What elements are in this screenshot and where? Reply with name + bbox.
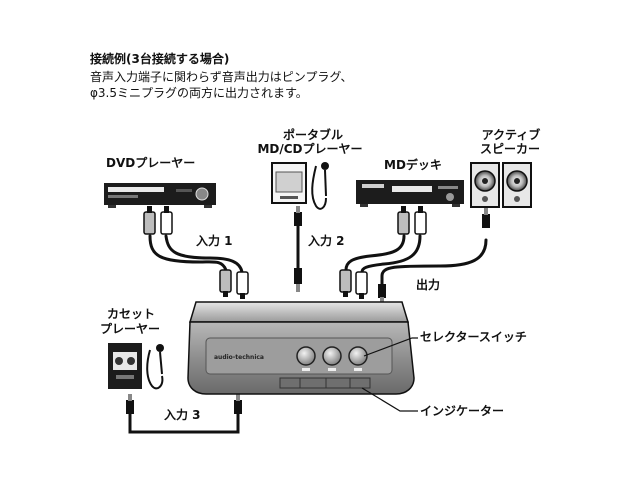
rca-pin-icon	[359, 293, 364, 299]
indicator-callout: インジケーター	[420, 404, 505, 418]
dvd-player-icon	[104, 183, 216, 208]
indicator-light	[354, 368, 362, 371]
input1-cable-b	[164, 234, 244, 274]
rca-pin-icon	[401, 206, 406, 213]
rca-pin-icon	[147, 206, 152, 213]
mini-plug-icon	[294, 212, 302, 226]
cassette-label-line2: プレーヤー	[99, 322, 160, 336]
selector-switch-callout: セレクタースイッチ	[420, 330, 527, 344]
callout-leaders	[361, 337, 418, 412]
md-deck-label: MDデッキ	[384, 158, 442, 172]
mini-pin-icon	[296, 284, 300, 292]
mini-pin-icon	[296, 206, 300, 213]
output-label: 出力	[416, 278, 441, 292]
mini-pin-icon	[484, 208, 488, 215]
rca-plug-icon	[397, 211, 410, 235]
mini-pin-icon	[380, 297, 384, 304]
rca-plug-icon	[236, 271, 249, 295]
selector-button-2	[322, 346, 342, 366]
selector-box: audio-technica	[187, 301, 415, 395]
mini-plug-icon	[126, 400, 134, 414]
cassette-player-icon	[108, 343, 164, 390]
output-cable	[380, 238, 488, 288]
mini-plug-icon	[482, 214, 490, 228]
diagram-note-line2: φ3.5ミニプラグの両方に出力されます。	[90, 86, 308, 100]
mini-pin-icon	[236, 394, 240, 401]
md-cable-a	[344, 234, 406, 272]
md-deck-icon	[356, 180, 464, 207]
rca-pin-icon	[240, 293, 245, 299]
rca-plug-icon	[355, 271, 368, 295]
selector-button-3	[348, 346, 368, 366]
speaker-label-line2: スピーカー	[479, 142, 540, 156]
active-speaker-icon	[470, 162, 532, 208]
input1-cable-a	[148, 234, 228, 272]
mini-plug-icon	[294, 268, 302, 284]
selector-button-1	[296, 346, 316, 366]
mini-pin-icon	[128, 394, 132, 401]
rca-pin-icon	[164, 206, 169, 213]
rca-pin-icon	[223, 291, 228, 297]
portable-player-icon	[271, 162, 329, 210]
rca-pin-icon	[343, 291, 348, 297]
rca-plug-icon	[143, 211, 156, 235]
input3-cable	[128, 412, 240, 434]
cable-group	[128, 220, 488, 434]
rca-plug-icon	[339, 269, 352, 293]
speaker-label-line1: アクティブ	[481, 128, 541, 142]
brand-logo: audio-technica	[214, 354, 264, 361]
rca-plug-icon	[160, 211, 173, 235]
dvd-player-label: DVDプレーヤー	[106, 156, 196, 170]
diagram-note-line1: 音声入力端子に関わらず音声出力はピンプラグ、	[90, 70, 353, 84]
diagram-heading: 接続例(3台接続する場合)	[90, 52, 230, 66]
input3-label: 入力 3	[164, 408, 201, 422]
rca-plug-icon	[414, 211, 427, 235]
indicator-light	[328, 368, 336, 371]
cassette-label-line1: カセット	[106, 307, 155, 321]
input2-label: 入力 2	[308, 234, 345, 248]
mini-plug-icon	[234, 400, 242, 414]
portable-player-label-line1: ポータブル	[282, 128, 343, 142]
rca-pin-icon	[418, 206, 423, 213]
plug-group	[126, 206, 490, 414]
indicator-leader-line	[361, 387, 418, 412]
indicator-light	[302, 368, 310, 371]
rca-plug-icon	[219, 269, 232, 293]
md-cable-b	[360, 234, 422, 274]
portable-player-label-line2: MD/CDプレーヤー	[257, 142, 363, 156]
input1-label: 入力 1	[196, 234, 233, 248]
mini-plug-icon	[378, 284, 386, 298]
selector-leader-line	[363, 337, 418, 357]
